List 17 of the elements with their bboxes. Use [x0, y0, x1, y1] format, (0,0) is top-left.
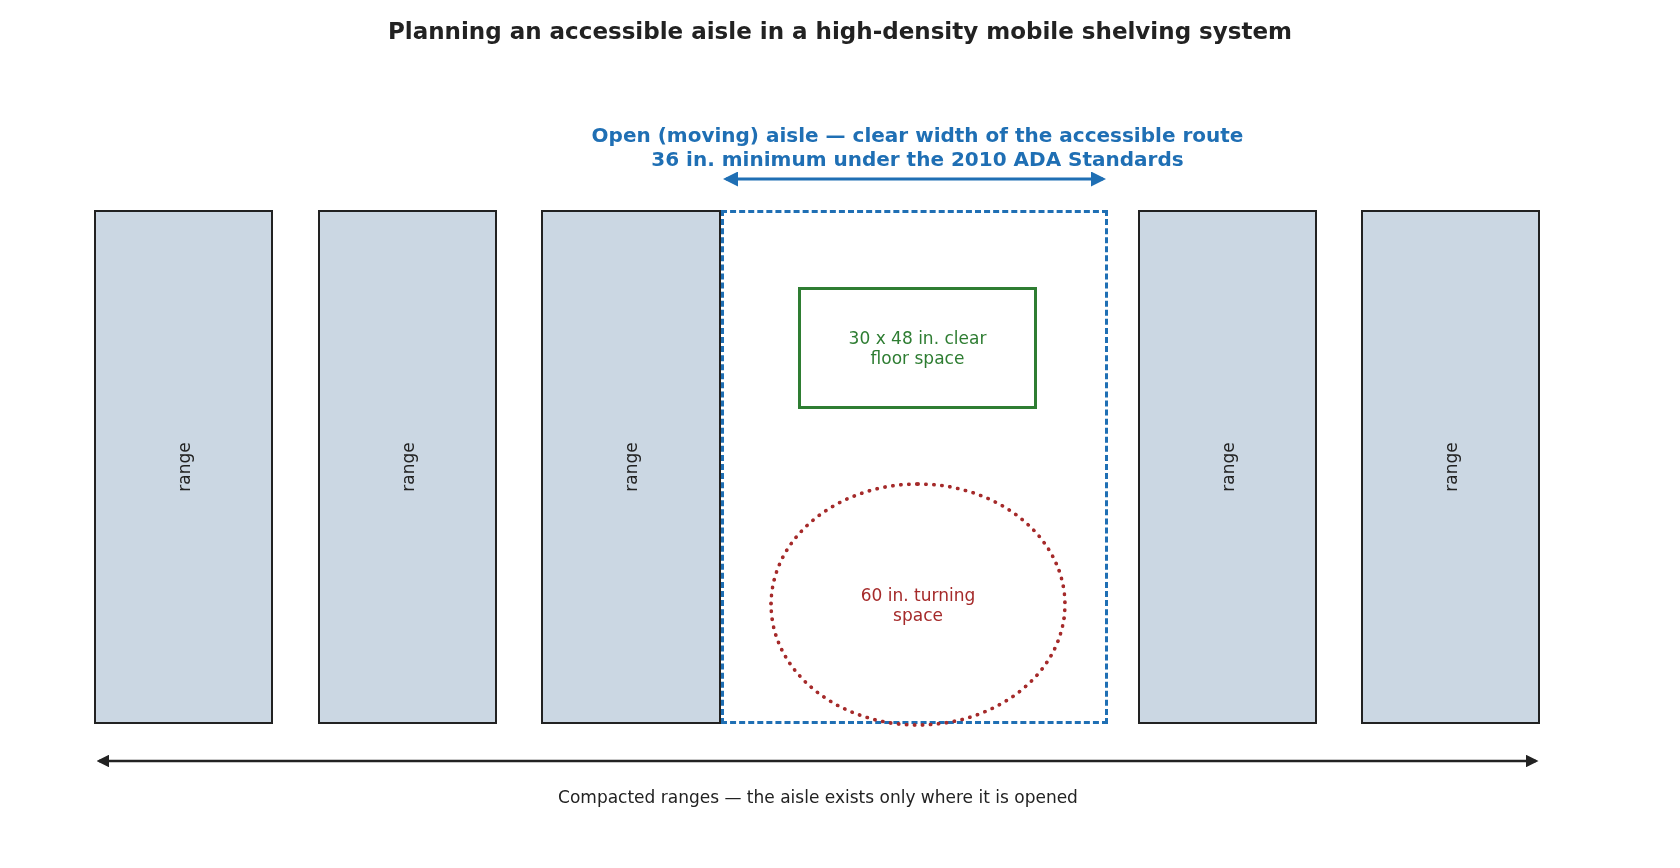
- shelving-range: [541, 210, 721, 724]
- shelving-range: [1361, 210, 1540, 724]
- range-label: range: [1217, 442, 1238, 492]
- range-label: range: [173, 442, 194, 492]
- range-label: range: [621, 442, 641, 492]
- shelving-range: [94, 210, 273, 724]
- dimension-caption: Compacted ranges — the aisle exists only where it is opened: [557, 787, 1079, 807]
- turning-space-label: 60 in. turning space: [859, 584, 977, 625]
- clear-floor-space-box: [798, 287, 1037, 409]
- diagram-title: Planning an accessible aisle in a high-density mobile shelving system: [386, 18, 1294, 44]
- shelving-range: [1138, 210, 1317, 724]
- range-label: range: [397, 442, 418, 492]
- aisle-heading: Open (moving) aisle — clear width of the accessible route 36 in. minimum under the 2010 ADA Standards: [590, 123, 1245, 171]
- turning-space-circle: [769, 482, 1067, 727]
- floor-space-label: 30 x 48 in. clear floor space: [847, 328, 988, 368]
- range-label: range: [1440, 442, 1461, 492]
- shelving-range: [318, 210, 497, 724]
